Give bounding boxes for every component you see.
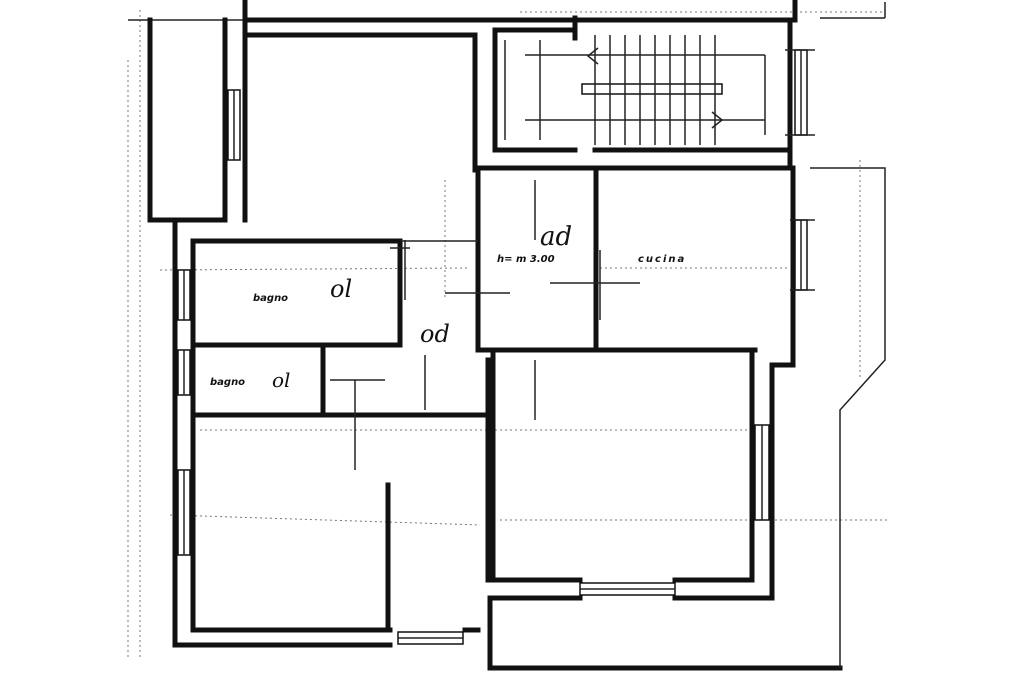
staircase [492,15,815,168]
room-bottom-right [487,347,843,671]
hall-and-kitchen [445,165,815,353]
stair-treads [594,35,716,145]
terrace-outline [769,167,886,668]
balcony-top-left [147,17,241,223]
top-wall [128,0,886,23]
construction-lines [127,10,890,660]
room-bottom-left [172,412,491,648]
cucina-label: cucina [638,254,687,265]
bagno-2-mark: ol [272,368,291,392]
height-note: h= m 3.00 [497,254,555,265]
bagno-2-label: bagno [210,377,246,388]
left-exterior-wall [172,222,196,648]
bagno-1-mark: ol [330,275,353,303]
bagno-1-label: bagno [253,293,289,304]
hall-mark: od [420,320,450,348]
room-top-left [242,17,478,300]
bagno-2 [190,342,491,470]
cucina-mark: ad [540,222,573,252]
